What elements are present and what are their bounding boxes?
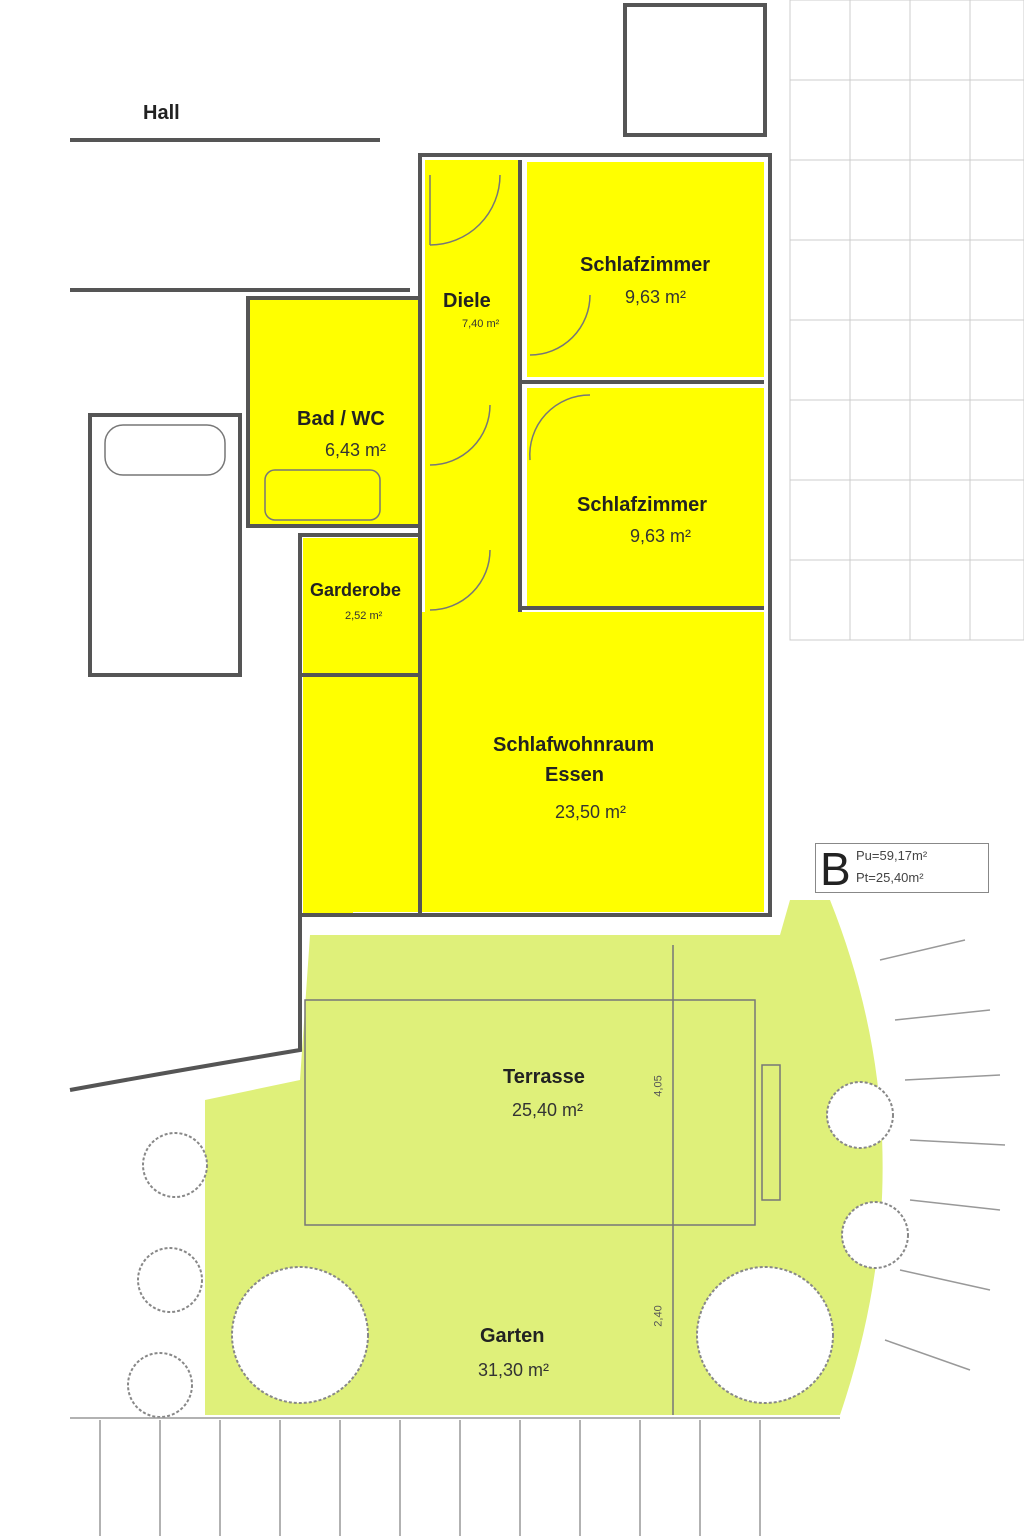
interior-areas — [250, 160, 764, 913]
fixtures — [104, 174, 781, 1415]
room-label-schlafzimmer-2: Schlafzimmer — [577, 494, 708, 516]
room-area-garderobe: 2,52 m² — [345, 610, 383, 622]
room-area-diele: 7,40 m² — [462, 318, 500, 330]
dimension-garden: 2,40 — [652, 1305, 665, 1327]
room-label-essen: Essen — [545, 764, 604, 786]
garden-area — [205, 900, 883, 1415]
walls — [69, 3, 772, 1092]
room-area-schlafwohnraum: 23,50 m² — [555, 802, 627, 822]
unit-usable-area: Pu=59,17m² — [856, 848, 928, 863]
unit-terrace-area: Pt=25,40m² — [856, 870, 924, 885]
room-area-garten: 31,30 m² — [478, 1360, 550, 1380]
dimension-terrace: 4,05 — [652, 1075, 665, 1097]
trees — [127, 1081, 909, 1418]
unit-letter: B — [820, 843, 851, 895]
room-label-garten: Garten — [480, 1325, 545, 1347]
room-label-schlafzimmer-1: Schlafzimmer — [580, 254, 711, 276]
room-area-terrasse: 25,40 m² — [512, 1100, 584, 1120]
room-label-diele: Diele — [443, 290, 491, 312]
room-label-schlafwohnraum: Schlafwohnraum — [493, 734, 655, 756]
room-label-bad-wc: Bad / WC — [297, 408, 385, 430]
room-label-terrasse: Terrasse — [503, 1066, 585, 1088]
room-area-schlafzimmer-2: 9,63 m² — [630, 526, 692, 546]
fence — [70, 939, 1006, 1536]
unit-badge: B Pu=59,17m² Pt=25,40m² — [815, 843, 989, 895]
room-area-bad-wc: 6,43 m² — [325, 440, 387, 460]
room-label-hall: Hall — [143, 102, 180, 124]
paving — [789, 0, 1024, 641]
room-label-garderobe: Garderobe — [310, 580, 402, 600]
room-area-schlafzimmer-1: 9,63 m² — [625, 287, 687, 307]
